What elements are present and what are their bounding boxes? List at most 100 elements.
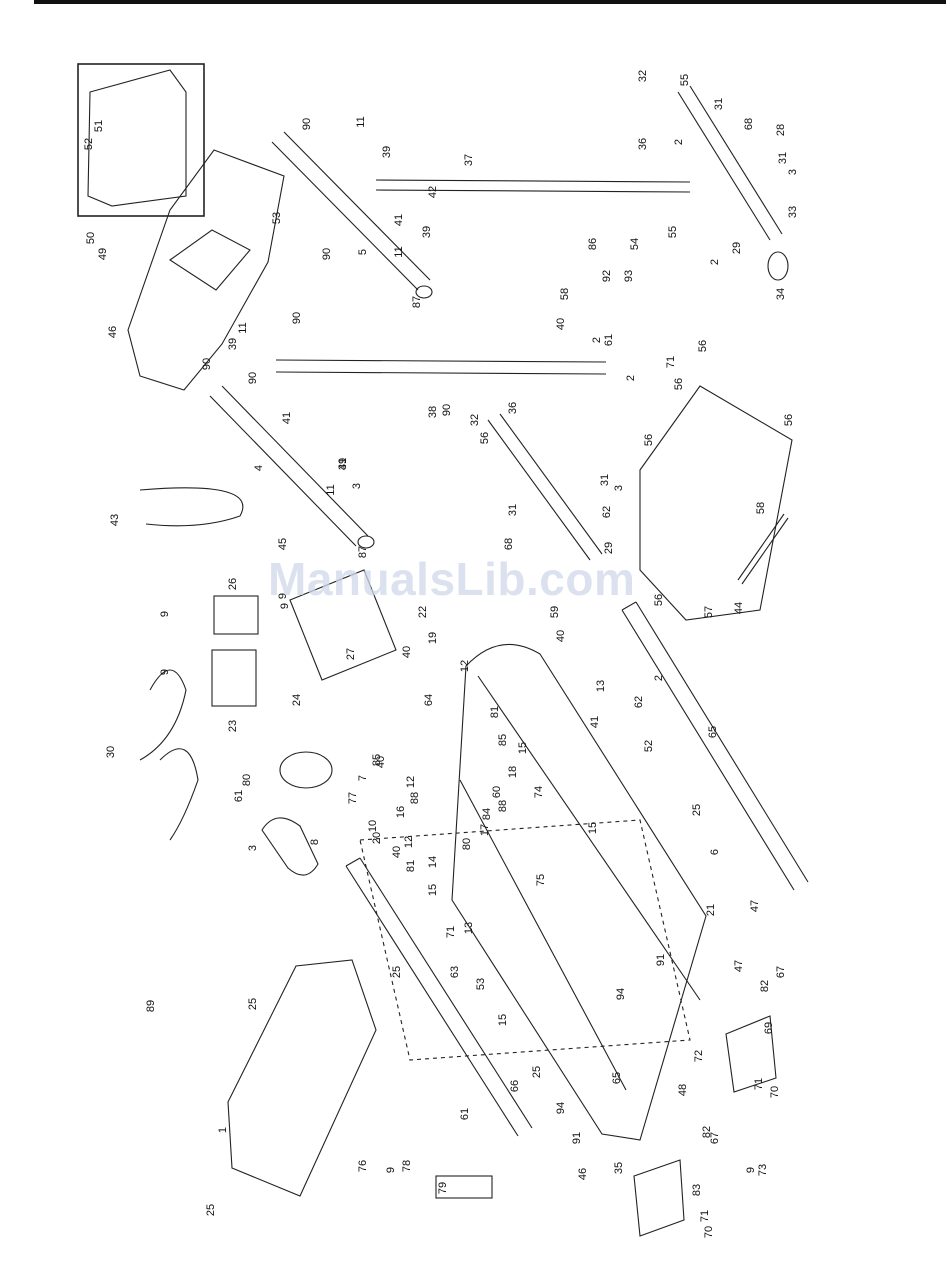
part-number-11: 11 <box>325 484 337 495</box>
cover-69 <box>725 1015 777 1093</box>
part-number-41: 41 <box>281 412 293 424</box>
part-number-78: 78 <box>401 1160 413 1172</box>
plate-27 <box>289 569 397 681</box>
part-number-63: 63 <box>449 966 461 978</box>
part-number-61: 61 <box>233 790 245 802</box>
part-number-70: 70 <box>769 1086 781 1098</box>
part-number-90: 90 <box>247 372 259 384</box>
part-number-15: 15 <box>427 884 439 896</box>
part-number-41: 41 <box>393 214 405 226</box>
part-number-28: 28 <box>775 124 787 136</box>
part-number-39: 39 <box>421 226 433 238</box>
part-number-56: 56 <box>479 432 491 444</box>
part-number-90: 90 <box>441 404 453 416</box>
endcap-87b <box>357 535 375 549</box>
deck-75 <box>359 819 691 1061</box>
part-number-12: 12 <box>405 776 417 788</box>
part-number-13: 13 <box>595 680 607 692</box>
part-number-27: 27 <box>345 648 357 660</box>
part-number-70: 70 <box>703 1226 715 1238</box>
frame-rail-lower <box>275 359 607 375</box>
part-number-46: 46 <box>577 1168 589 1180</box>
rail-60 <box>345 857 533 1137</box>
part-number-4: 4 <box>253 465 265 471</box>
part-number-76: 76 <box>357 1160 369 1172</box>
part-number-21: 21 <box>705 904 717 916</box>
part-number-61: 61 <box>459 1108 471 1120</box>
part-number-2: 2 <box>591 337 603 343</box>
part-number-72: 72 <box>693 1050 705 1062</box>
frame-side-55-lower <box>487 413 603 561</box>
part-number-43: 43 <box>109 514 121 526</box>
part-number-32: 32 <box>469 414 481 426</box>
part-number-90: 90 <box>291 312 303 324</box>
wheel-34 <box>767 251 789 281</box>
motor-7 <box>279 751 333 789</box>
part-number-35: 35 <box>613 1162 625 1174</box>
rail-64 <box>621 601 809 891</box>
part-number-52: 52 <box>643 740 655 752</box>
part-number-9: 9 <box>159 611 171 617</box>
part-number-12: 12 <box>403 836 415 848</box>
part-number-41: 41 <box>337 458 349 470</box>
part-number-32: 32 <box>637 70 649 82</box>
part-number-94: 94 <box>555 1102 567 1114</box>
part-number-51: 51 <box>93 120 105 132</box>
frame-rail-37 <box>375 179 691 193</box>
part-number-82: 82 <box>701 1126 713 1138</box>
part-number-24: 24 <box>291 694 303 706</box>
part-number-85: 85 <box>497 734 509 746</box>
part-number-71: 71 <box>445 926 457 938</box>
part-number-25: 25 <box>247 998 259 1010</box>
part-number-67: 67 <box>709 1132 721 1144</box>
part-number-13: 13 <box>463 922 475 934</box>
part-number-89: 89 <box>145 1000 157 1012</box>
part-number-56: 56 <box>653 594 665 606</box>
part-number-3: 3 <box>787 169 799 175</box>
part-number-12: 12 <box>459 660 471 672</box>
part-number-67: 67 <box>775 966 787 978</box>
part-number-55: 55 <box>667 226 679 238</box>
part-number-3: 3 <box>351 483 363 489</box>
belt-3 <box>261 817 319 876</box>
part-number-9: 9 <box>745 1167 757 1173</box>
part-number-17: 17 <box>479 824 491 836</box>
part-number-57: 57 <box>703 606 715 618</box>
part-number-71: 71 <box>753 1078 765 1090</box>
watermark: ManualsLib.com <box>268 553 636 605</box>
part-number-74: 74 <box>533 786 545 798</box>
part-number-65: 65 <box>707 726 719 738</box>
part-number-33: 33 <box>787 206 799 218</box>
part-number-39: 39 <box>381 146 393 158</box>
part-number-81: 81 <box>405 860 417 872</box>
part-number-79: 79 <box>437 1182 449 1194</box>
part-number-53: 53 <box>271 212 283 224</box>
part-number-66: 66 <box>509 1080 521 1092</box>
part-number-9: 9 <box>277 593 289 599</box>
part-number-11: 11 <box>355 116 367 127</box>
part-number-77: 77 <box>347 792 359 804</box>
part-number-82: 82 <box>759 980 771 992</box>
part-number-10: 10 <box>367 820 379 832</box>
part-number-15: 15 <box>497 1014 509 1026</box>
part-number-6: 6 <box>709 849 721 855</box>
part-number-31: 31 <box>507 504 519 516</box>
part-number-37: 37 <box>463 154 475 166</box>
part-number-91: 91 <box>655 954 667 966</box>
part-number-2: 2 <box>625 375 637 381</box>
inset-console-shape <box>87 69 187 207</box>
part-number-44: 44 <box>733 602 745 614</box>
part-number-11: 11 <box>237 322 249 333</box>
hood-57 <box>639 385 793 621</box>
console-housing <box>127 149 285 391</box>
part-number-94: 94 <box>615 988 627 1000</box>
part-number-40: 40 <box>391 846 403 858</box>
part-number-46: 46 <box>107 326 119 338</box>
part-number-56: 56 <box>673 378 685 390</box>
part-number-85: 85 <box>371 754 383 766</box>
part-number-36: 36 <box>637 138 649 150</box>
part-number-26: 26 <box>227 578 239 590</box>
part-number-53: 53 <box>475 978 487 990</box>
part-number-71: 71 <box>699 1210 711 1222</box>
